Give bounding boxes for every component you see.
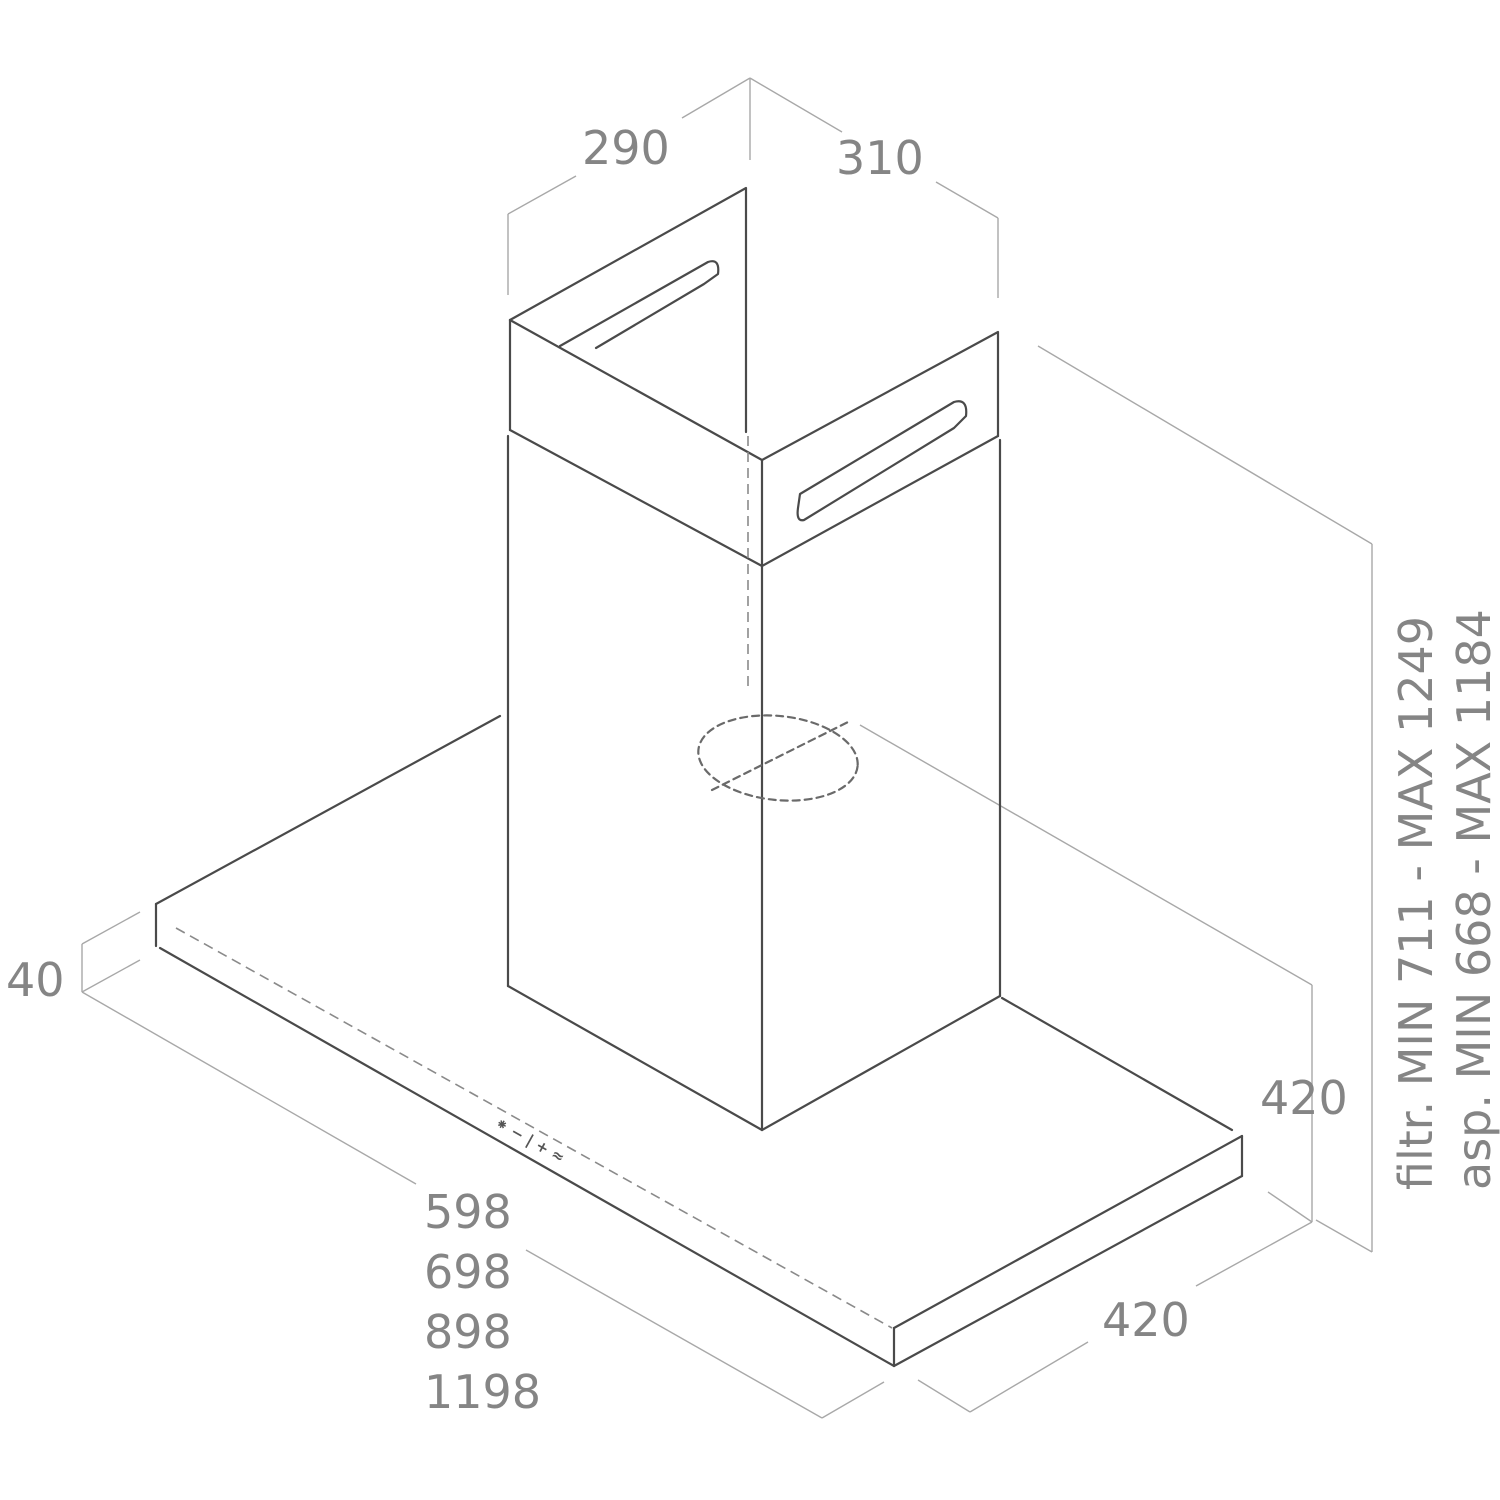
height-filter-mode: filtr. MIN 711 - MAX 1249	[1389, 616, 1443, 1190]
width-698: 698	[424, 1245, 512, 1299]
height-extraction-mode: asp. MIN 668 - MAX 1184	[1447, 609, 1500, 1190]
dimension-40: 40	[6, 953, 65, 1007]
dimension-290: 290	[582, 121, 670, 175]
width-898: 898	[424, 1305, 512, 1359]
dimension-310: 310	[836, 131, 924, 185]
hood-canopy	[154, 714, 1244, 1368]
width-598: 598	[424, 1185, 512, 1239]
dimension-420-right: 420	[1260, 1071, 1348, 1125]
width-1198: 1198	[424, 1365, 541, 1419]
chimney-upper-section	[508, 186, 1000, 568]
chimney-lower-section	[506, 434, 1002, 1132]
dimension-420-bottom: 420	[1102, 1293, 1190, 1347]
dimension-lines	[81, 77, 1373, 1419]
hidden-air-outlet	[697, 714, 859, 802]
